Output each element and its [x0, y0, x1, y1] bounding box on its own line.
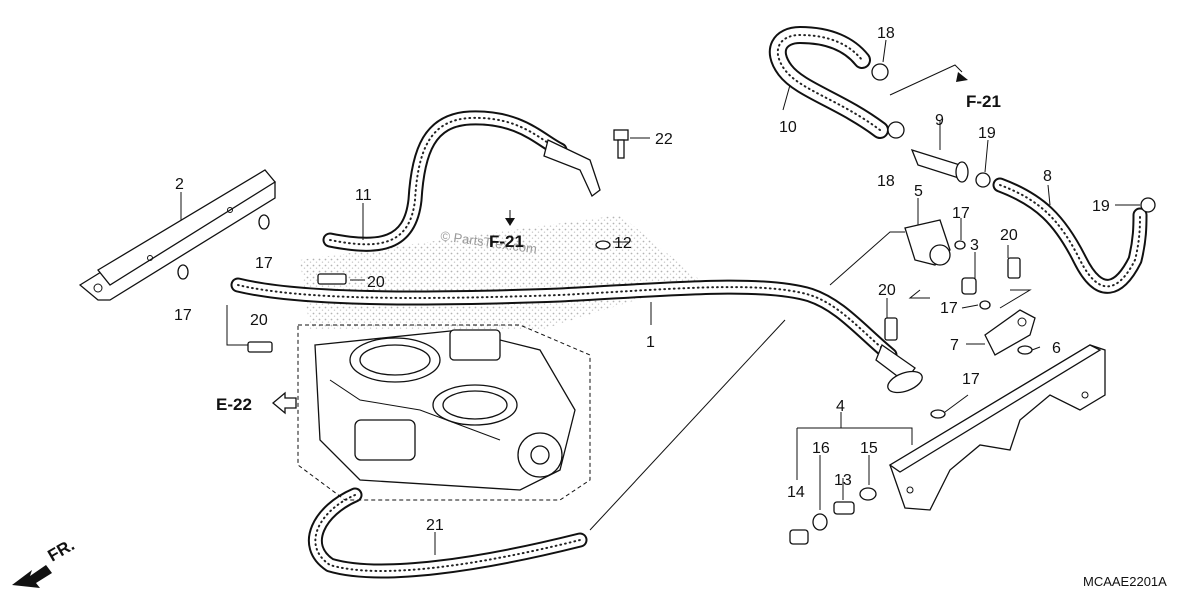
- part-17a[interactable]: [177, 264, 189, 280]
- part-19b[interactable]: [1140, 197, 1156, 213]
- callout-17: 17: [255, 255, 273, 272]
- part-20b[interactable]: [247, 341, 273, 353]
- callout-5: 5: [914, 183, 923, 200]
- part-17c[interactable]: [954, 240, 966, 250]
- direction-arrow: [12, 565, 52, 588]
- hose-21[interactable]: [307, 487, 588, 579]
- leader-lines: [180, 39, 1140, 555]
- diagram-code: MCAAE2201A: [1083, 574, 1167, 589]
- part-6[interactable]: [1017, 345, 1033, 355]
- part-17e[interactable]: [930, 409, 946, 419]
- ref-e22: E-22: [216, 395, 252, 414]
- part-22[interactable]: [613, 129, 629, 159]
- fuel-rail-2[interactable]: [78, 169, 276, 301]
- part-9[interactable]: [910, 148, 969, 183]
- hose-10[interactable]: [768, 26, 889, 139]
- callout-17: 17: [952, 205, 970, 222]
- callout-22: 22: [655, 131, 673, 148]
- callout-20: 20: [878, 282, 896, 299]
- callout-12: 12: [614, 235, 632, 252]
- part-20c[interactable]: [884, 317, 898, 341]
- ref-f21-top: F-21: [966, 92, 1001, 111]
- callout-6: 6: [1052, 340, 1061, 357]
- part-19a[interactable]: [975, 172, 991, 188]
- callout-15: 15: [860, 440, 878, 457]
- hose-11[interactable]: [322, 110, 601, 252]
- callout-4: 4: [836, 398, 845, 415]
- callout-20: 20: [250, 312, 268, 329]
- arrow-f21-top: [956, 72, 968, 82]
- part-18b[interactable]: [887, 121, 905, 139]
- part-17d[interactable]: [979, 300, 991, 310]
- callout-19: 19: [1092, 198, 1110, 215]
- part-3[interactable]: [961, 277, 977, 295]
- ref-f21-mid: F-21: [489, 232, 524, 251]
- part-15[interactable]: [859, 487, 877, 501]
- part-16[interactable]: [812, 513, 828, 531]
- direction-label: FR.: [45, 535, 78, 565]
- hose-8[interactable]: [992, 177, 1148, 294]
- callout-17: 17: [174, 307, 192, 324]
- callout-20: 20: [1000, 227, 1018, 244]
- reference-labels: F-21 F-21 E-22: [216, 92, 1001, 414]
- callout-20: 20: [367, 274, 385, 291]
- callout-11: 11: [355, 187, 372, 204]
- part-20d[interactable]: [1007, 257, 1021, 279]
- callout-17: 17: [940, 300, 958, 317]
- callout-7: 7: [950, 337, 959, 354]
- callout-18: 18: [877, 173, 895, 190]
- throttle-body[interactable]: [297, 324, 591, 501]
- callout-18: 18: [877, 25, 895, 42]
- fuel-rail-right[interactable]: [888, 344, 1106, 511]
- callout-13: 13: [834, 472, 852, 489]
- callout-14: 14: [787, 484, 805, 501]
- arrow-e22: [271, 391, 297, 415]
- callout-16: 16: [812, 440, 830, 457]
- part-5[interactable]: [904, 219, 951, 266]
- callout-9: 9: [935, 112, 944, 129]
- callout-17: 17: [962, 371, 980, 388]
- part-12[interactable]: [595, 240, 611, 250]
- part-14[interactable]: [789, 529, 809, 545]
- callout-10: 10: [779, 119, 797, 136]
- part-20a[interactable]: [317, 273, 347, 285]
- callout-19: 19: [978, 125, 996, 142]
- callout-1: 1: [646, 334, 655, 351]
- arrow-f21-mid: [505, 210, 515, 226]
- callout-labels: 2 17 17 11 20 20 22 12 1 21 10 18 18 9 1…: [174, 25, 1110, 534]
- part-13[interactable]: [833, 501, 855, 515]
- callout-21: 21: [426, 517, 444, 534]
- callout-3: 3: [970, 237, 979, 254]
- callout-2: 2: [175, 176, 184, 193]
- part-17b[interactable]: [258, 214, 270, 230]
- part-7[interactable]: [984, 309, 1036, 356]
- hose-1[interactable]: [230, 277, 925, 397]
- part-18a[interactable]: [871, 63, 889, 81]
- callout-8: 8: [1043, 168, 1052, 185]
